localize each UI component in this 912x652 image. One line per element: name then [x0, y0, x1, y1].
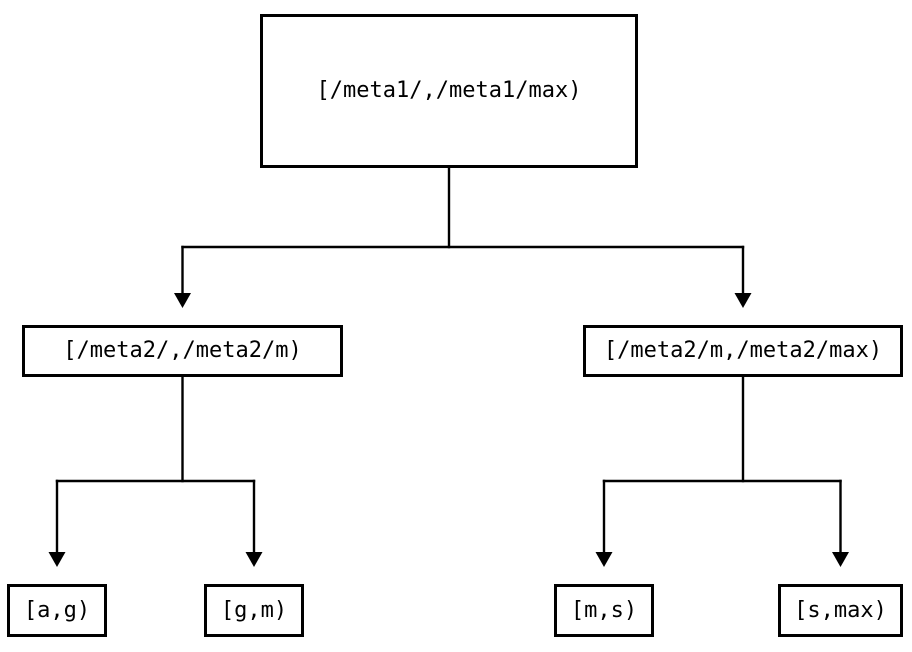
node-label: [g,m) [220, 597, 288, 623]
node-label: [/meta1/,/meta1/max) [316, 78, 582, 103]
node-label: [/meta2/m,/meta2/max) [603, 338, 883, 363]
node-leaf-a-g: [a,g) [7, 584, 107, 637]
node-label: [a,g) [23, 597, 91, 623]
node-leaf-s-max: [s,max) [778, 584, 903, 637]
arrowhead-icon [174, 293, 191, 308]
node-label: [m,s) [570, 597, 638, 623]
node-root: [/meta1/,/meta1/max) [260, 14, 638, 168]
arrowhead-icon [832, 552, 849, 567]
arrowhead-icon [245, 552, 263, 567]
arrowhead-icon [595, 552, 613, 567]
node-label: [s,max) [794, 597, 887, 623]
node-meta2-left: [/meta2/,/meta2/m) [22, 325, 343, 377]
node-meta2-right: [/meta2/m,/meta2/max) [583, 325, 903, 377]
node-leaf-m-s: [m,s) [554, 584, 654, 637]
node-label: [/meta2/,/meta2/m) [63, 338, 302, 363]
arrowhead-icon [48, 552, 66, 567]
node-leaf-g-m: [g,m) [204, 584, 304, 637]
arrowhead-icon [734, 293, 752, 308]
